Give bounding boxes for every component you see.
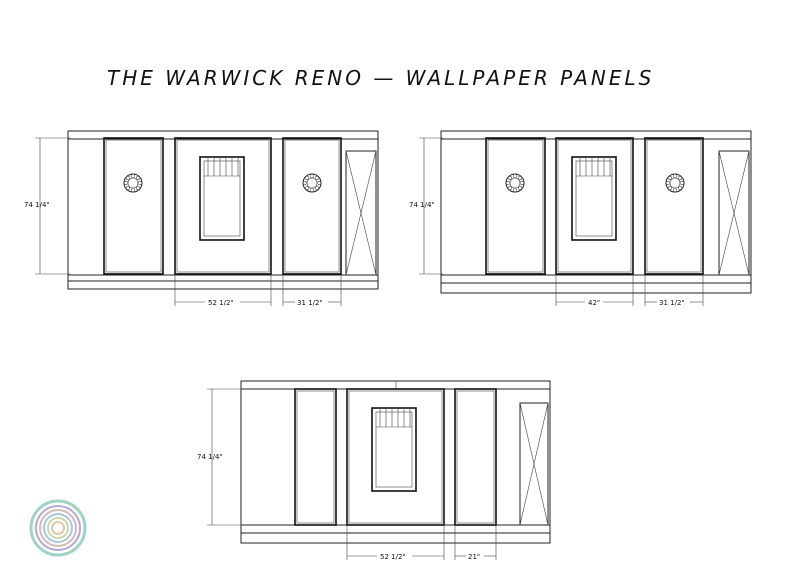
logo-ring — [47, 517, 69, 539]
logo-rings-icon — [29, 499, 87, 557]
rosette-icon — [505, 173, 525, 193]
wallpaper-panel — [644, 137, 704, 275]
wallpaper-panel — [555, 137, 634, 275]
elevation-2: 74 1/4" 42" 31 1/2" — [409, 130, 752, 307]
width-label: 42" — [588, 299, 600, 307]
width-label: 31 1/2" — [659, 299, 685, 307]
height-dimension: 74 1/4" — [197, 388, 243, 526]
door-x-icon — [519, 402, 549, 526]
wallpaper-panel — [103, 137, 164, 275]
height-label: 74 1/4" — [409, 201, 435, 209]
framed-art-icon — [571, 156, 617, 241]
wall-outline — [67, 130, 379, 290]
wallpaper-panel — [346, 388, 445, 526]
height-dimension: 74 1/4" — [24, 137, 70, 275]
height-label: 74 1/4" — [197, 453, 223, 461]
logo-ring — [29, 499, 87, 557]
wallpaper-panel — [454, 388, 497, 526]
width-label: 52 1/2" — [380, 553, 406, 561]
logo-ring — [51, 521, 65, 535]
logo-ring — [39, 509, 77, 547]
width-label: 21" — [468, 553, 480, 561]
width-label: 52 1/2" — [208, 299, 234, 307]
drawing-title: THE WARWICK RENO — WALLPAPER PANELS — [107, 66, 654, 90]
height-label: 74 1/4" — [24, 201, 50, 209]
elevation-1: 74 1/4" 52 1/2" 31 1/2" — [24, 130, 379, 307]
logo-ring — [43, 513, 73, 543]
framed-art-icon — [199, 156, 245, 241]
rosette-icon — [665, 173, 685, 193]
wallpaper-panel — [282, 137, 342, 275]
framed-art-icon — [371, 407, 417, 492]
door-x-icon — [718, 150, 750, 276]
width-label: 31 1/2" — [297, 299, 323, 307]
rosette-icon — [302, 173, 322, 193]
wallpaper-panel — [174, 137, 272, 275]
elevation-3: 74 1/4" 52 1/2" 21" — [197, 380, 551, 561]
wallpaper-panel — [294, 388, 337, 526]
width-dimensions: 42" 31 1/2" — [555, 274, 704, 307]
width-dimensions: 52 1/2" 21" — [346, 525, 497, 561]
wall-outline — [240, 380, 551, 544]
wall-outline — [440, 130, 752, 294]
wallpaper-panel — [485, 137, 546, 275]
rosette-icon — [123, 173, 143, 193]
width-dimensions: 52 1/2" 31 1/2" — [174, 274, 342, 307]
logo-ring — [35, 505, 81, 551]
door-x-icon — [345, 150, 377, 276]
height-dimension: 74 1/4" — [409, 137, 443, 275]
